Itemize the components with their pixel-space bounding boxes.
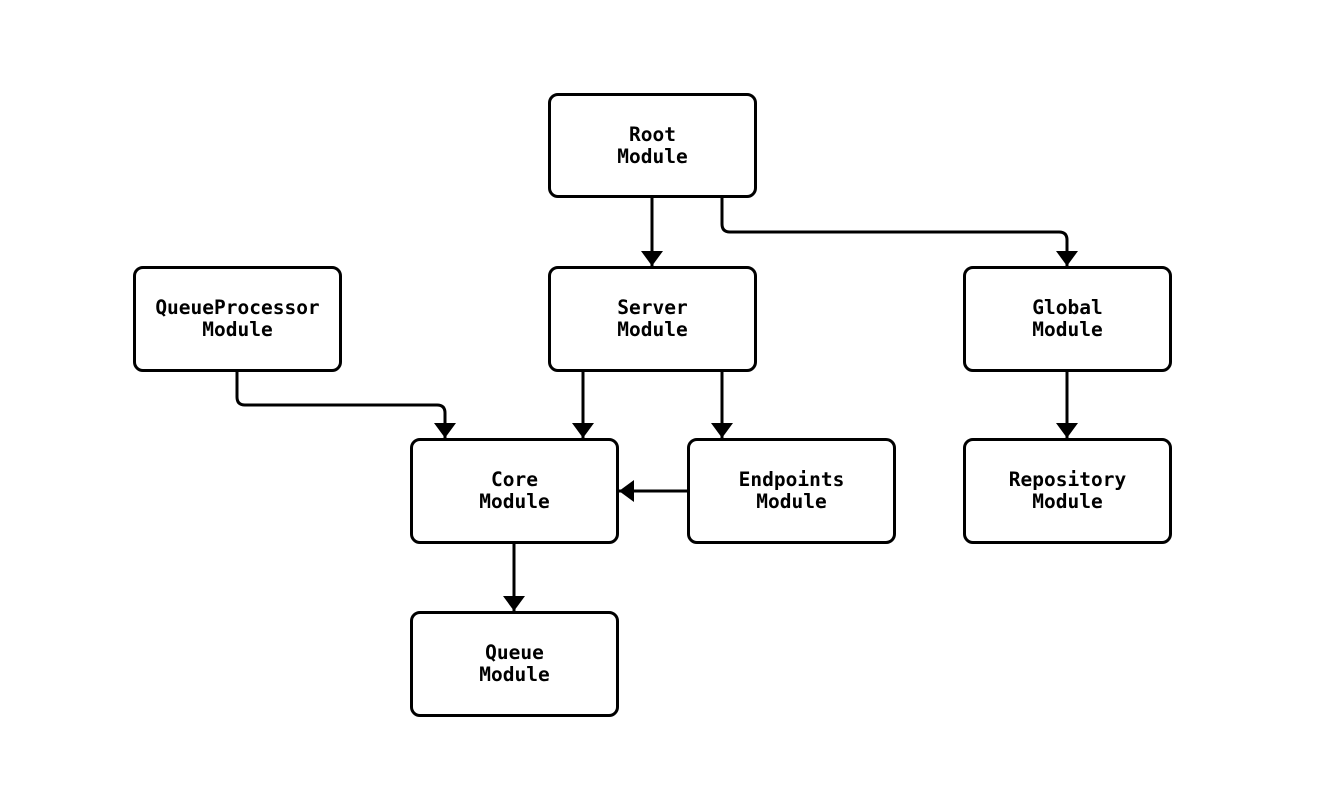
node-queue-module-label: Queue bbox=[485, 641, 544, 664]
node-queue-module-sublabel: Module bbox=[479, 663, 550, 686]
node-repository-module: Repository Module bbox=[963, 438, 1172, 544]
node-queueprocessor-module-label: QueueProcessor bbox=[155, 296, 320, 319]
node-root-module-sublabel: Module bbox=[617, 144, 688, 168]
node-global-module-label: Global bbox=[1032, 296, 1103, 319]
node-server-module: Server Module bbox=[548, 266, 757, 372]
edge-root-to-global bbox=[720, 198, 1078, 266]
node-core-module: Core Module bbox=[410, 438, 619, 544]
node-endpoints-module: Endpoints Module bbox=[687, 438, 896, 544]
node-repository-module-sublabel: Module bbox=[1032, 490, 1103, 513]
node-server-module-label: Server bbox=[617, 296, 688, 319]
node-global-module-sublabel: Module bbox=[1032, 318, 1103, 341]
node-endpoints-module-sublabel: Module bbox=[756, 490, 827, 513]
node-root-module-label: Root bbox=[629, 122, 676, 146]
node-server-module-sublabel: Module bbox=[617, 318, 688, 341]
node-queueprocessor-module: QueueProcessor Module bbox=[133, 266, 342, 372]
node-endpoints-module-label: Endpoints bbox=[738, 468, 845, 491]
node-core-module-label: Core bbox=[491, 468, 538, 491]
node-global-module: Global Module bbox=[963, 266, 1172, 372]
node-repository-module-label: Repository bbox=[1008, 468, 1127, 491]
edge-queue_processor-to-core bbox=[235, 372, 456, 438]
node-queue-module: Queue Module bbox=[410, 611, 619, 717]
node-root-module: Root Module bbox=[548, 93, 757, 198]
node-queueprocessor-module-sublabel: Module bbox=[202, 318, 273, 341]
node-core-module-sublabel: Module bbox=[479, 490, 550, 513]
